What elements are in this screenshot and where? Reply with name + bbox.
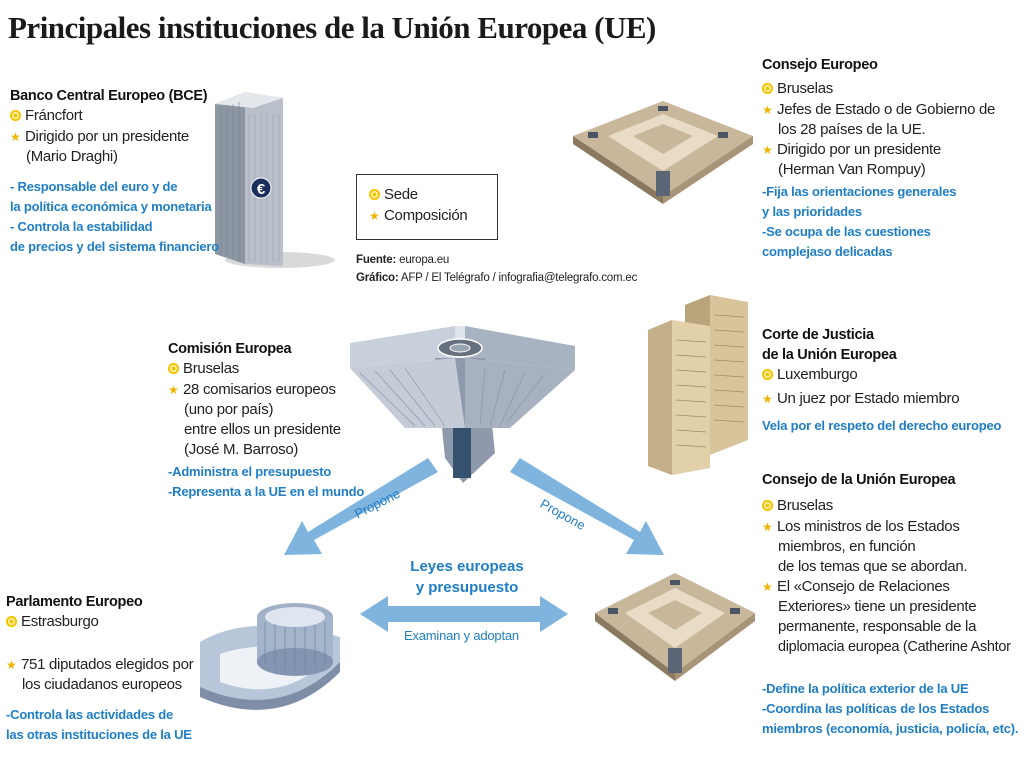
consejo-ue-building-icon <box>595 573 755 681</box>
consejo-ue-sede: Bruselas <box>762 496 1018 517</box>
sede-dot-icon <box>762 83 773 94</box>
star-icon: ★ <box>369 209 380 223</box>
sede-dot-icon <box>168 363 179 374</box>
consejo-europeo-sede: Bruselas <box>762 79 995 100</box>
consejo-europeo-comp-2: ★Dirigido por un presidente <box>762 141 941 158</box>
star-icon: ★ <box>762 520 773 534</box>
comision-name: Comisión Europea <box>168 341 292 357</box>
star-icon: ★ <box>762 580 773 594</box>
star-icon: ★ <box>762 103 773 117</box>
page-title: Principales instituciones de la Unión Eu… <box>8 10 656 45</box>
legend-sede: Sede <box>369 185 497 206</box>
star-icon: ★ <box>6 658 17 672</box>
corte-name-1: Corte de Justicia <box>762 327 874 343</box>
euro-symbol-icon: € <box>257 181 266 198</box>
parlamento-sede: Estrasburgo <box>6 612 193 633</box>
consejo-ue-comp-2d: diplomacia europea (Catherine Ashtor <box>778 639 1011 655</box>
consejo-ue-comp-2c: permanente, responsable de la <box>778 618 977 635</box>
consejo-ue-comp-1b: miembros, en función <box>778 538 916 555</box>
leyes-line-1: Leyes europeas <box>410 558 524 575</box>
consejo-europeo-comp-1: ★Jefes de Estado o de Gobierno de <box>762 101 996 118</box>
corte-role-1: Vela por el respeto del derecho europeo <box>762 418 1002 433</box>
comision-building-icon <box>350 326 575 483</box>
parlamento-block: Parlamento Europeo Estrasburgo ★751 dipu… <box>6 592 194 745</box>
consejo-ue-block: Consejo de la Unión Europea Bruselas ★Lo… <box>762 470 1019 739</box>
consejo-ue-comp-2: ★El «Consejo de Relaciones <box>762 578 950 595</box>
comision-comp-3: entre ellos un presidente <box>184 421 341 438</box>
comision-comp-1: ★28 comisarios europeos <box>168 381 336 398</box>
consejo-ue-comp-2b: Exteriores» tiene un presidente <box>778 598 977 615</box>
grafico-line: Gráfico: AFP / El Telégrafo / infografia… <box>356 272 638 284</box>
comision-block: Comisión Europea Bruselas ★28 comisarios… <box>168 339 364 502</box>
consejo-ue-role-3: miembros (economía, justicia, policía, e… <box>762 721 1019 736</box>
bce-name: Banco Central Europeo (BCE) <box>10 88 208 104</box>
consejo-ue-name: Consejo de la Unión Europea <box>762 472 956 488</box>
parlamento-role-2: las otras instituciones de la UE <box>6 727 192 742</box>
consejo-europeo-name: Consejo Europeo <box>762 57 878 73</box>
consejo-ue-role-2: -Coordina las políticas de los Estados <box>762 701 990 716</box>
bce-block: Banco Central Europeo (BCE) Fráncfort ★D… <box>10 86 219 257</box>
consejo-europeo-building-icon <box>573 101 753 204</box>
bce-composicion-2: (Mario Draghi) <box>26 148 118 165</box>
bce-role-3: - Controla la estabilidad <box>10 219 153 234</box>
leyes-label: Leyes europeas y presupuesto <box>392 556 542 598</box>
comision-comp-2: (uno por país) <box>184 401 274 418</box>
corte-block: Corte de Justicia de la Unión Europea Lu… <box>762 325 1001 436</box>
comision-role-2: -Representa a la UE en el mundo <box>168 484 365 499</box>
corte-justicia-building-icon <box>648 295 748 475</box>
bce-role-4: de precios y del sistema financiero <box>10 239 220 254</box>
consejo-europeo-block: Consejo Europeo Bruselas ★Jefes de Estad… <box>762 55 995 262</box>
source-credits: Fuente: europa.eu Gráfico: AFP / El Telé… <box>356 251 637 287</box>
parlamento-comp-2: los ciudadanos europeos <box>22 676 182 693</box>
comision-comp-4: (José M. Barroso) <box>184 441 299 458</box>
parlamento-name: Parlamento Europeo <box>6 594 143 610</box>
parlamento-comp-1: ★751 diputados elegidos por <box>6 656 194 673</box>
star-icon: ★ <box>762 143 773 157</box>
corte-name-2: de la Unión Europea <box>762 347 897 363</box>
consejo-europeo-role-1: -Fija las orientaciones generales <box>762 184 957 199</box>
corte-sede: Luxemburgo <box>762 365 1001 386</box>
comision-role-1: -Administra el presupuesto <box>168 464 332 479</box>
bce-sede: Fráncfort <box>10 106 219 127</box>
consejo-europeo-role-4: complejaso delicadas <box>762 244 893 259</box>
parlamento-building-icon <box>200 603 340 710</box>
corte-comp: ★Un juez por Estado miembro <box>762 390 960 407</box>
bce-role-1: - Responsable del euro y de <box>10 179 178 194</box>
examinan-label: Examinan y adoptan <box>404 628 519 643</box>
legend-box: Sede ★Composición <box>356 174 498 240</box>
fuente-line: Fuente: europa.eu <box>356 254 450 266</box>
examinan-double-arrow-icon <box>360 596 568 632</box>
consejo-ue-comp-1: ★Los ministros de los Estados <box>762 518 960 535</box>
bce-composicion: ★Dirigido por un presidente <box>10 128 189 145</box>
bce-building-icon: € <box>215 92 335 268</box>
consejo-ue-comp-1c: de los temas que se abordan. <box>778 558 968 575</box>
sede-dot-icon <box>762 369 773 380</box>
propone-right-arrow-icon <box>510 458 664 555</box>
parlamento-role-1: -Controla las actividades de <box>6 707 174 722</box>
consejo-ue-role-1: -Define la política exterior de la UE <box>762 681 969 696</box>
sede-dot-icon <box>369 189 380 200</box>
bce-role-2: la política económica y monetaria <box>10 199 212 214</box>
consejo-europeo-comp-2b: (Herman Van Rompuy) <box>778 161 926 178</box>
sede-dot-icon <box>6 616 17 627</box>
sede-dot-icon <box>10 110 21 121</box>
consejo-europeo-comp-1b: los 28 países de la UE. <box>778 121 926 138</box>
consejo-europeo-role-2: y las prioridades <box>762 204 862 219</box>
star-icon: ★ <box>10 130 21 144</box>
star-icon: ★ <box>168 383 179 397</box>
legend-composicion: ★Composición <box>369 207 468 224</box>
star-icon: ★ <box>762 392 773 406</box>
propone-left-arrow-icon <box>284 458 438 555</box>
consejo-europeo-role-3: -Se ocupa de las cuestiones <box>762 224 931 239</box>
comision-sede: Bruselas <box>168 359 364 380</box>
leyes-line-2: y presupuesto <box>415 579 519 596</box>
sede-dot-icon <box>762 500 773 511</box>
